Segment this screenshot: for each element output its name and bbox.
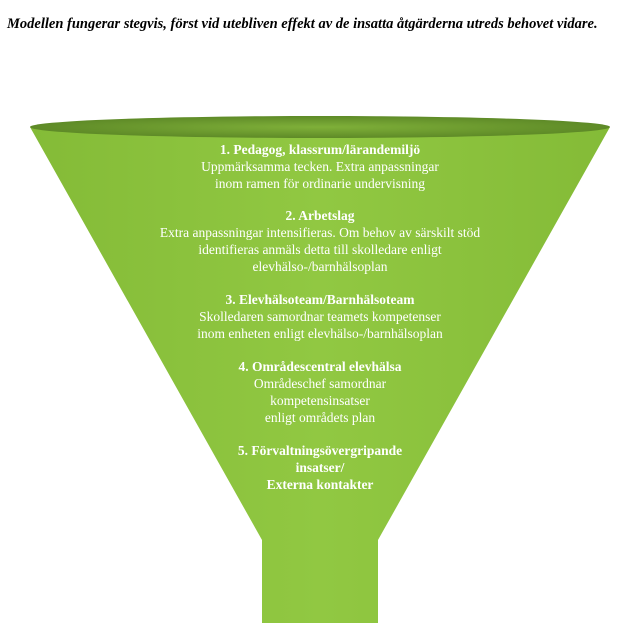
stage-2-heading: 2. Arbetslag	[285, 208, 355, 223]
stage-5-heading-line-2: insatser/	[295, 460, 345, 475]
stage-2-line-2: identifieras anmäls detta till skolledar…	[198, 242, 442, 257]
stage-1-line-2: inom ramen för ordinarie undervisning	[215, 176, 425, 191]
intro-text: Modellen fungerar stegvis, först vid ute…	[7, 16, 598, 32]
stage-4: 4. Områdescentral elevhälsa Områdeschef …	[120, 358, 520, 426]
stage-5-heading-line-1: 5. Förvaltningsövergripande	[237, 443, 403, 458]
stage-3-line-1: Skolledaren samordnar teamets kompetense…	[199, 309, 441, 324]
stage-3-heading: 3. Elevhälsoteam/Barnhälsoteam	[225, 292, 415, 307]
stage-4-heading: 4. Områdescentral elevhälsa	[238, 359, 402, 374]
stage-1: 1. Pedagog, klassrum/lärandemiljö Uppmär…	[120, 141, 520, 192]
stage-1-line-1: Uppmärksamma tecken. Extra anpassningar	[201, 159, 439, 174]
funnel-body	[30, 127, 610, 623]
stage-3: 3. Elevhälsoteam/Barnhälsoteam Skolledar…	[120, 291, 520, 342]
stage-4-line-3: enligt områdets plan	[264, 410, 376, 425]
stage-2: 2. Arbetslag Extra anpassningar intensif…	[120, 207, 520, 275]
stage-5-heading-line-3: Externa kontakter	[266, 477, 374, 492]
stage-1-heading: 1. Pedagog, klassrum/lärandemiljö	[219, 142, 421, 157]
stage-5: 5. Förvaltningsövergripande insatser/ Ex…	[120, 442, 520, 493]
stage-2-line-1: Extra anpassningar intensifieras. Om beh…	[159, 225, 481, 240]
funnel-rim	[30, 116, 610, 138]
stage-4-line-1: Områdeschef samordnar	[253, 376, 387, 391]
stage-3-line-2: inom enheten enligt elevhälso-/barnhälso…	[197, 326, 443, 341]
stage-4-line-2: kompetensinsatser	[270, 393, 370, 408]
stage-2-line-3: elevhälso-/barnhälsoplan	[252, 259, 388, 274]
